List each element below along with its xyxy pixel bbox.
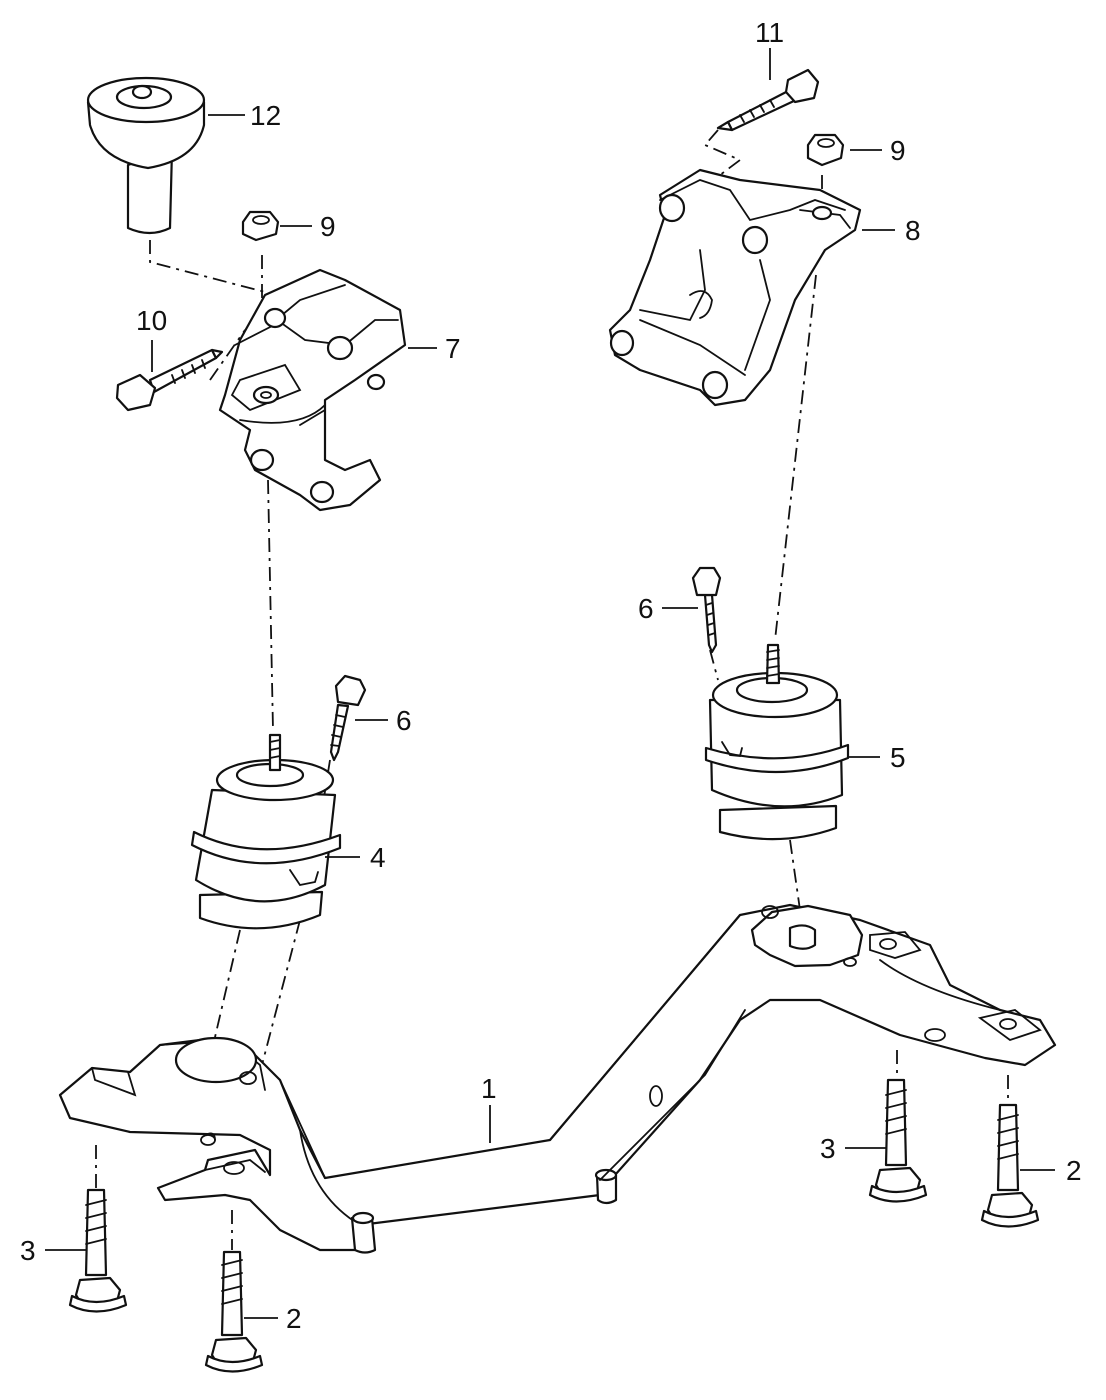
callout-1: 1 (481, 1073, 497, 1104)
callout-labels: 12 9 10 7 11 9 8 6 5 6 4 1 3 2 3 2 (20, 17, 1082, 1334)
callout-6-right: 6 (638, 593, 654, 624)
bolt-icon (68, 1188, 128, 1313)
callout-leaders (45, 48, 1055, 1319)
callout-9-right: 9 (890, 135, 906, 166)
callout-12: 12 (250, 100, 281, 131)
callout-3-left: 3 (20, 1235, 36, 1266)
subframe-icon (58, 903, 1057, 1254)
mount-bracket-icon (608, 168, 862, 407)
callout-8: 8 (905, 215, 921, 246)
engine-mount-icon (190, 733, 342, 930)
nut-icon (241, 210, 280, 242)
bolt-icon (329, 674, 367, 762)
callout-10: 10 (136, 305, 167, 336)
bolt-icon (204, 1250, 264, 1373)
nut-icon (806, 133, 845, 167)
bolt-icon (716, 68, 820, 132)
bolt-icon (691, 566, 722, 654)
callout-5: 5 (890, 742, 906, 773)
buffer-stop-icon (86, 76, 206, 235)
callout-7: 7 (445, 333, 461, 364)
callout-2-right: 2 (1066, 1155, 1082, 1186)
bolt-icon (868, 1078, 928, 1203)
callout-2-left: 2 (286, 1303, 302, 1334)
mount-bracket-icon (218, 268, 407, 512)
callout-11: 11 (755, 17, 784, 48)
engine-mount-icon (704, 643, 850, 841)
callout-3-right: 3 (820, 1133, 836, 1164)
callout-4: 4 (370, 842, 386, 873)
callout-9-left: 9 (320, 211, 336, 242)
callout-6-left: 6 (396, 705, 412, 736)
bolt-icon (115, 348, 224, 412)
bolt-icon (980, 1103, 1040, 1228)
